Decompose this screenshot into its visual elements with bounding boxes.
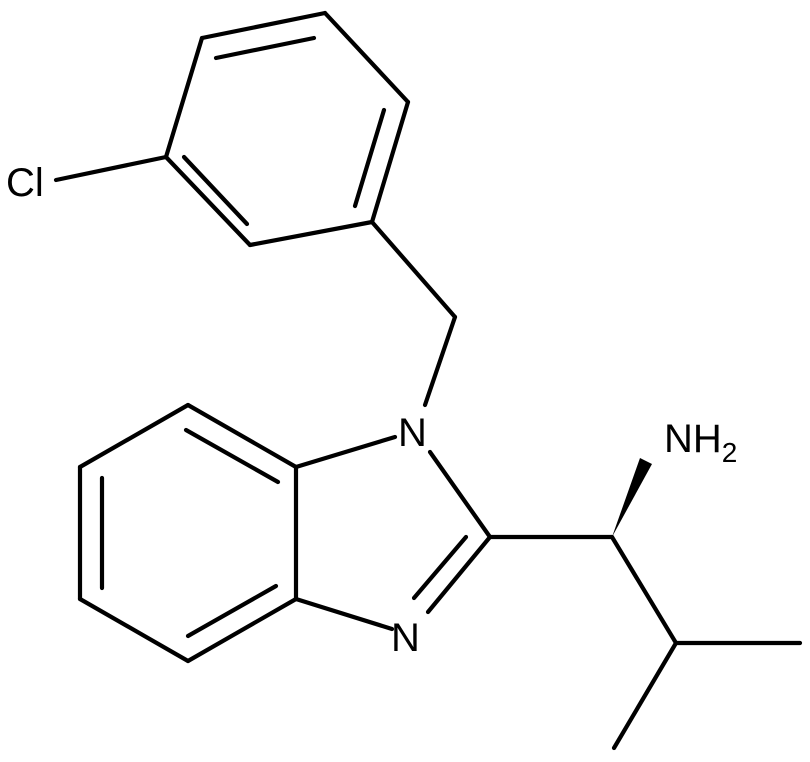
double-bond — [181, 154, 250, 227]
c-cl-bond — [53, 154, 169, 183]
bond — [609, 534, 679, 646]
bond — [369, 99, 411, 225]
bond — [163, 35, 205, 160]
bond — [611, 640, 679, 751]
bond — [425, 534, 493, 615]
c-n-bond — [422, 314, 458, 408]
double-bond — [411, 534, 469, 601]
double-bond — [213, 35, 317, 61]
bond — [247, 219, 375, 248]
imidazole-ring — [293, 434, 493, 632]
double-bond — [352, 107, 387, 209]
bond — [293, 596, 395, 632]
benzo-ring — [77, 402, 299, 664]
double-bond — [183, 427, 281, 485]
bond — [185, 596, 299, 664]
bond — [185, 402, 299, 470]
bond — [293, 434, 398, 470]
n3-label: N — [391, 616, 420, 660]
stereo-wedge-bond — [612, 458, 652, 537]
bond — [163, 154, 253, 248]
double-bond — [185, 583, 279, 639]
chlorine-label: Cl — [6, 161, 44, 205]
bond — [199, 10, 328, 41]
n1-label: N — [398, 411, 427, 455]
chlorophenyl-ring — [163, 10, 411, 248]
bond — [369, 219, 458, 320]
bond — [427, 449, 493, 540]
bond — [77, 402, 191, 470]
bond — [322, 10, 411, 105]
amine-label: NH2 — [664, 417, 737, 468]
bond — [77, 596, 191, 664]
